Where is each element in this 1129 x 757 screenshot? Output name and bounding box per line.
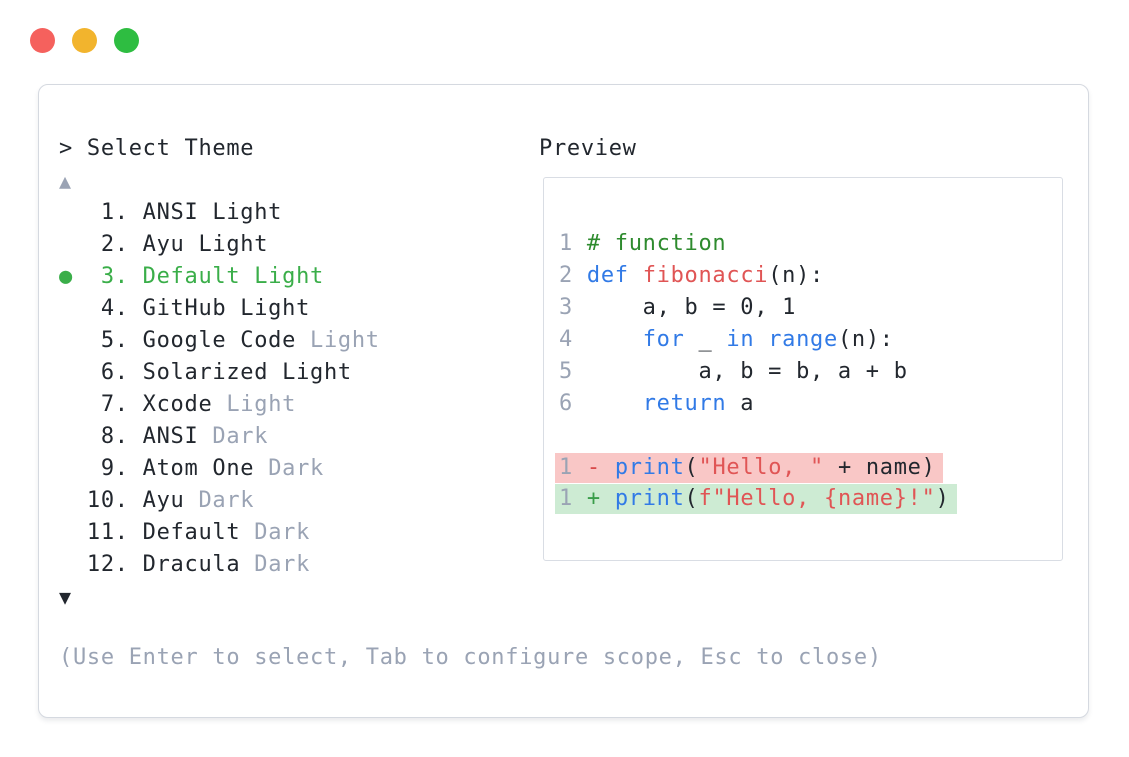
- theme-name: Default: [142, 264, 241, 289]
- theme-option-11[interactable]: 11. Default Dark: [59, 517, 380, 549]
- code-line-added: 1 + print(f"Hello, {name}!"): [555, 484, 957, 514]
- theme-option-6[interactable]: 6. Solarized Light: [59, 357, 380, 389]
- theme-name: Ayu: [142, 232, 185, 257]
- theme-variant: Light: [226, 392, 297, 417]
- code-line-code: 3 a, b = 0, 1: [559, 295, 797, 320]
- theme-name: GitHub: [142, 296, 227, 321]
- theme-name: Ayu: [142, 488, 185, 513]
- code-line-code: 4 for _ in range(n):: [559, 327, 894, 352]
- theme-variant: Light: [254, 264, 324, 289]
- theme-option-7[interactable]: 7. Xcode Light: [59, 389, 380, 421]
- theme-name: Default: [142, 520, 241, 545]
- theme-name: Dracula: [142, 552, 241, 577]
- code-line-code: 6 return a: [559, 391, 755, 416]
- theme-option-4[interactable]: 4. GitHub Light: [59, 293, 380, 325]
- code-line-removed: 1 - print("Hello, " + name): [555, 453, 943, 483]
- minimize-button[interactable]: [72, 28, 97, 53]
- option-number: 12.: [59, 552, 143, 577]
- option-number: 10.: [59, 488, 143, 513]
- window-controls: [30, 28, 139, 53]
- close-button[interactable]: [30, 28, 55, 53]
- theme-name: Xcode: [142, 392, 213, 417]
- preview-box: 1 # function 2 def fibonacci(n): 3 a, b = …: [543, 177, 1063, 561]
- theme-option-12[interactable]: 12. Dracula Dark: [59, 549, 380, 581]
- theme-name: ANSI: [142, 424, 199, 449]
- option-number: 6.: [59, 360, 143, 385]
- code-line-code: 1 # function: [559, 231, 727, 256]
- theme-picker-panel: > Select Theme ▲ 1. ANSI Light 2. Ayu Li…: [38, 84, 1089, 718]
- selected-dot-icon: ● 3.: [59, 264, 143, 289]
- help-text: (Use Enter to select, Tab to configure s…: [59, 645, 882, 670]
- zoom-button[interactable]: [114, 28, 139, 53]
- theme-variant: Light: [310, 328, 380, 353]
- code-blank-line: [559, 420, 1052, 452]
- theme-variant: Light: [282, 360, 352, 385]
- option-number: 8.: [59, 424, 143, 449]
- option-number: 1.: [59, 200, 143, 225]
- theme-option-3[interactable]: ● 3. Default Light: [59, 261, 380, 293]
- option-number: 4.: [59, 296, 143, 321]
- option-number: 7.: [59, 392, 143, 417]
- preview-label: Preview: [539, 136, 637, 161]
- code-preview: 1 # function 2 def fibonacci(n): 3 a, b = …: [555, 228, 1052, 514]
- option-number: 5.: [59, 328, 143, 353]
- theme-variant: Dark: [212, 424, 269, 449]
- theme-option-8[interactable]: 8. ANSI Dark: [59, 421, 380, 453]
- theme-name: Solarized: [142, 360, 269, 385]
- theme-option-9[interactable]: 9. Atom One Dark: [59, 453, 380, 485]
- theme-option-1[interactable]: 1. ANSI Light: [59, 197, 380, 229]
- theme-option-10[interactable]: 10. Ayu Dark: [59, 485, 380, 517]
- option-number: 2.: [59, 232, 143, 257]
- scroll-down-icon[interactable]: ▼: [59, 585, 72, 609]
- option-number: 9.: [59, 456, 143, 481]
- theme-option-2[interactable]: 2. Ayu Light: [59, 229, 380, 261]
- scroll-up-icon[interactable]: ▲: [59, 169, 72, 193]
- theme-variant: Dark: [254, 552, 311, 577]
- theme-variant: Dark: [268, 456, 324, 481]
- theme-list: 1. ANSI Light 2. Ayu Light● 3. Default L…: [59, 197, 380, 581]
- theme-variant: Dark: [198, 488, 255, 513]
- code-line-code: 5 a, b = b, a + b: [559, 359, 908, 384]
- theme-variant: Light: [212, 200, 283, 225]
- theme-variant: Light: [198, 232, 269, 257]
- select-theme-prompt: > Select Theme: [59, 136, 255, 161]
- theme-option-5[interactable]: 5. Google Code Light: [59, 325, 380, 357]
- theme-variant: Light: [240, 296, 311, 321]
- theme-name: Atom One: [142, 456, 255, 481]
- theme-name: Google Code: [142, 328, 297, 353]
- code-line-code: 2 def fibonacci(n):: [559, 263, 824, 288]
- option-number: 11.: [59, 520, 143, 545]
- theme-name: ANSI: [142, 200, 199, 225]
- theme-variant: Dark: [254, 520, 311, 545]
